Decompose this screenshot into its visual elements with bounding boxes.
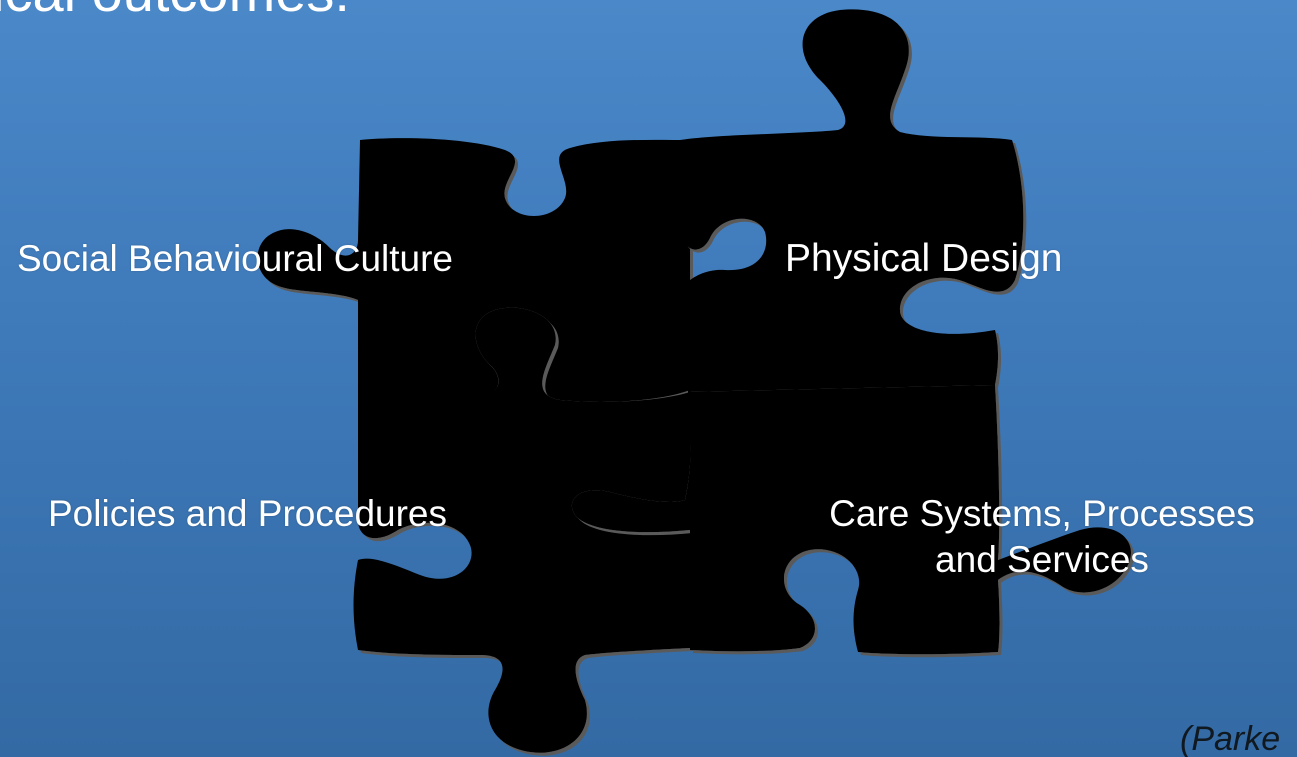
puzzle-piece-care xyxy=(571,385,1132,655)
slide-title-fragment: ical outcomes: xyxy=(0,0,350,20)
label-policies-and-procedures: Policies and Procedures xyxy=(48,493,447,534)
label-care-systems: Care Systems, Processes and Services xyxy=(802,491,1282,583)
label-care-line-1: Care Systems, Processes xyxy=(829,493,1255,534)
label-physical-design: Physical Design xyxy=(785,237,1063,280)
puzzle-piece-social xyxy=(257,138,690,402)
puzzle-piece-policies xyxy=(353,307,692,753)
citation: (Parke xyxy=(1180,720,1281,757)
label-social-behavioural-culture: Social Behavioural Culture xyxy=(17,238,454,279)
puzzle-piece-physical xyxy=(679,9,1024,393)
label-care-line-2: and Services xyxy=(935,539,1149,580)
